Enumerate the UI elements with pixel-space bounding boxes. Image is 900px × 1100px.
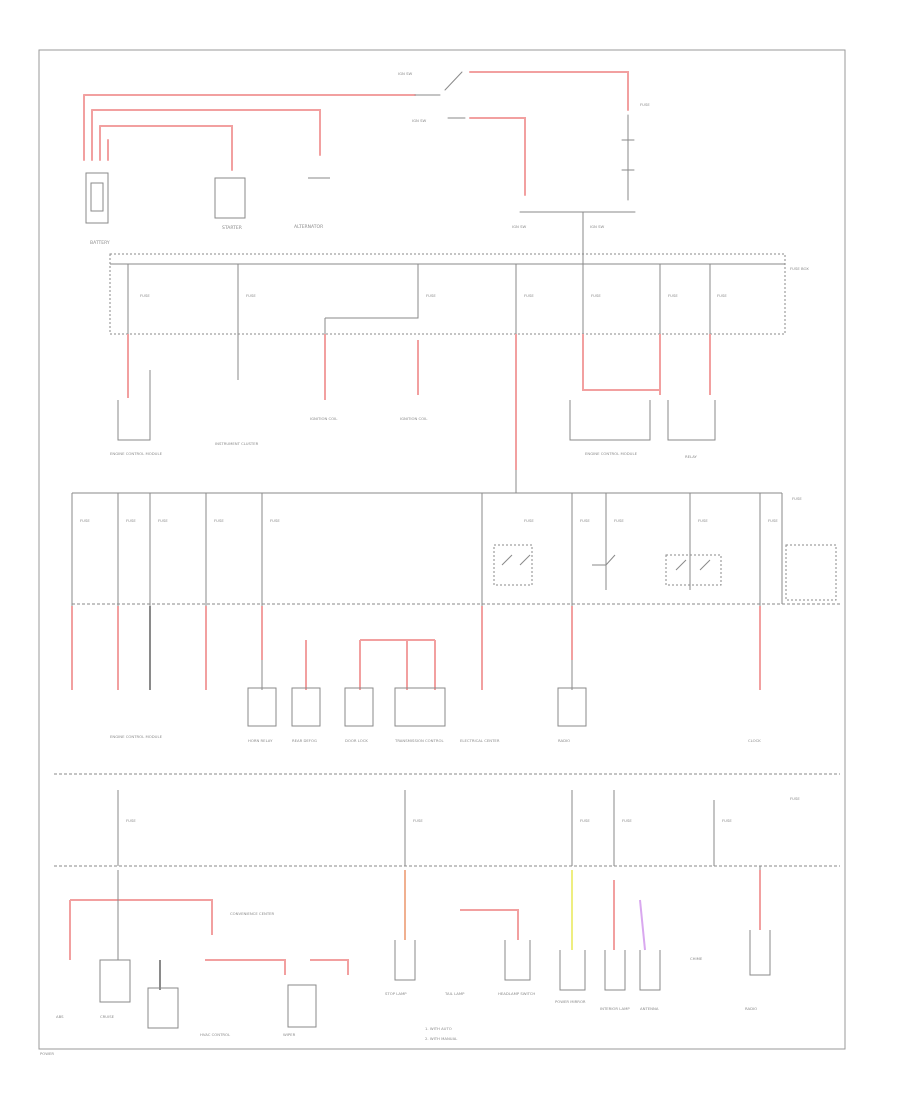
- fuse-label: FUSE: [426, 293, 436, 298]
- component-label: HORN RELAY: [248, 738, 273, 743]
- fuse-label: FUSE: [580, 818, 590, 823]
- component-label: IGNITION COIL: [400, 416, 428, 421]
- fuse-label: FUSE: [792, 496, 802, 501]
- fuse-box-row1: [109, 245, 786, 335]
- fuse-label: FUSE: [580, 518, 590, 523]
- component-label: CRUISE: [100, 1014, 115, 1019]
- component-label: WIPER: [283, 1032, 296, 1037]
- row2-components: [247, 687, 587, 727]
- component-label: HVAC CONTROL: [200, 1032, 231, 1037]
- fuse-label: FUSE: [698, 518, 708, 523]
- component-label: ANTENNA: [640, 1006, 659, 1011]
- battery-terminal: [90, 182, 104, 212]
- ign-box-right-label: IGN SW: [590, 224, 605, 229]
- fuse-label: FUSE: [790, 796, 800, 801]
- component-label: TAIL LAMP: [444, 991, 465, 996]
- battery-label: BATTERY: [90, 240, 110, 246]
- fuse-label: FUSE: [524, 293, 534, 298]
- fuse-label: FUSE: [717, 293, 727, 298]
- fuse-label: FUSE: [126, 518, 136, 523]
- fuse-label: FUSE: [126, 818, 136, 823]
- component-label: INSTRUMENT CLUSTER: [215, 441, 259, 446]
- component-label: CONVENIENCE CENTER: [230, 911, 275, 916]
- component-label: ENGINE CONTROL MODULE: [585, 451, 638, 456]
- note-2: 2. WITH MANUAL: [425, 1036, 458, 1041]
- battery-symbol: [85, 172, 109, 224]
- ign-box-left-label: IGN SW: [512, 224, 527, 229]
- fuse-label: FUSE: [246, 293, 256, 298]
- fuse-box-row3: [54, 773, 840, 930]
- note-1: 1. WITH AUTO: [425, 1026, 452, 1031]
- fuse-label: FUSE: [140, 293, 150, 298]
- component-label: ENGINE CONTROL MODULE: [110, 734, 163, 739]
- row3-components: [99, 930, 771, 1029]
- row1-wires: [127, 334, 711, 470]
- fuse-labels-row3: FUSE FUSE FUSE FUSE FUSE FUSE: [126, 796, 800, 823]
- component-label: POWER MIRROR: [555, 999, 586, 1004]
- page-ref: POWER: [40, 1051, 54, 1056]
- fuse-label: FUSE: [614, 518, 624, 523]
- fuse-label: FUSE: [524, 518, 534, 523]
- fuse-label: FUSE: [270, 518, 280, 523]
- fuse-box-title: FUSE BOX: [790, 266, 809, 271]
- component-label: RADIO: [745, 1006, 757, 1011]
- component-label: RADIO: [558, 738, 570, 743]
- fuse-label: FUSE: [158, 518, 168, 523]
- alternator-label: ALTERNATOR: [294, 224, 323, 230]
- component-label: STOP LAMP: [385, 991, 407, 996]
- fuse-box-row2: [71, 470, 840, 690]
- row3-component-labels: ABS CRUISE HVAC CONTROL WIPER CONVENIENC…: [56, 911, 757, 1037]
- component-label: ABS: [56, 1014, 64, 1019]
- starter-symbol: [214, 177, 246, 219]
- row1-components: [117, 370, 716, 441]
- ign-bottom-label: IGN SW: [412, 118, 427, 123]
- fuse-label: FUSE: [768, 518, 778, 523]
- component-label: ELECTRICAL CENTER: [460, 738, 500, 743]
- row1-component-labels: ENGINE CONTROL MODULE INSTRUMENT CLUSTER…: [110, 416, 698, 459]
- fuse-top-label: FUSE: [640, 102, 650, 107]
- fuse-label: FUSE: [668, 293, 678, 298]
- component-label: TRANSMISSION CONTROL: [394, 738, 444, 743]
- fuse-label: FUSE: [622, 818, 632, 823]
- component-label: RELAY: [685, 454, 698, 459]
- fuse-label: FUSE: [80, 518, 90, 523]
- row2-wires: [71, 606, 761, 690]
- component-label: DOOR LOCK: [345, 738, 368, 743]
- fuse-label: FUSE: [722, 818, 732, 823]
- component-label: REAR DEFOG: [292, 738, 317, 743]
- fuse-label: FUSE: [591, 293, 601, 298]
- fuse-labels-row1: FUSE FUSE FUSE FUSE FUSE FUSE FUSE FUSE …: [140, 266, 809, 298]
- relay-switches: [493, 544, 837, 601]
- starter-label: STARTER: [222, 225, 242, 231]
- component-label: IGNITION COIL: [310, 416, 338, 421]
- component-label: CLOCK: [748, 738, 761, 743]
- row3-wires: [69, 870, 761, 990]
- component-label: CHIME: [690, 956, 703, 961]
- component-label: ENGINE CONTROL MODULE: [110, 451, 163, 456]
- top-section: [83, 71, 636, 246]
- row2-component-labels: ENGINE CONTROL MODULE HORN RELAY REAR DE…: [110, 734, 761, 743]
- fuse-label: FUSE: [413, 818, 423, 823]
- diagram-border: [38, 49, 846, 1050]
- component-label: HEADLAMP SWITCH: [498, 991, 535, 996]
- fuse-labels-row2: FUSE FUSE FUSE FUSE FUSE FUSE FUSE FUSE …: [80, 496, 802, 523]
- ign-top-label: IGN SW: [398, 71, 413, 76]
- fuse-label: FUSE: [214, 518, 224, 523]
- component-label: INTERIOR LAMP: [600, 1006, 630, 1011]
